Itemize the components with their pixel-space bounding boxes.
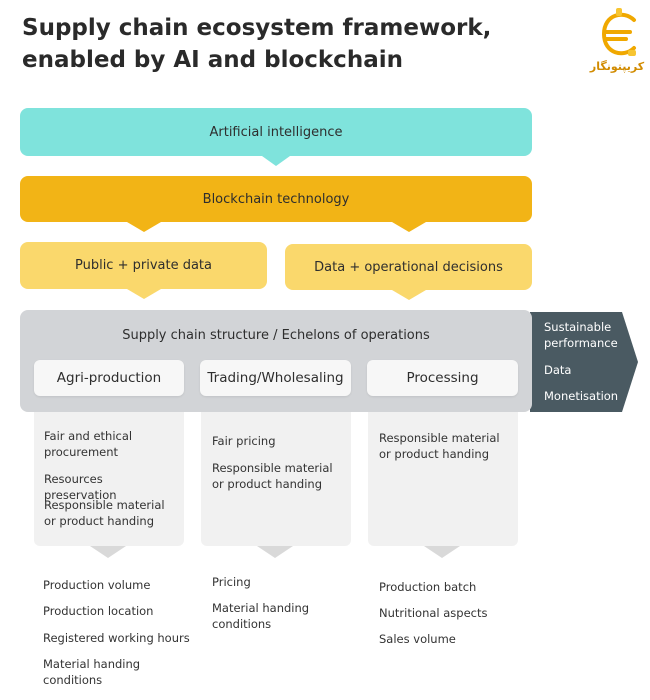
operational-data-arrow-tip [392, 290, 426, 300]
agri-item: Fair and ethical procurement [44, 429, 133, 459]
data-operational-box: Data + operational decisions [285, 244, 532, 290]
processing-column-arrow-tip [424, 546, 460, 558]
ai-layer: Artificial intelligence [20, 108, 532, 156]
cryptonegar-logo [601, 8, 636, 56]
processing-item: Responsible material or product handing [379, 431, 500, 461]
trading-column-arrow-tip [257, 546, 293, 558]
agri-item: Responsible material or product handing [44, 498, 165, 528]
public-data-arrow-tip [127, 289, 161, 299]
logo-wordmark: کریپتونگار [589, 60, 645, 73]
trading-column [201, 412, 351, 546]
blockchain-arrow-tip-left [127, 222, 161, 232]
processing-output: Nutritional aspects [379, 606, 488, 620]
trading-output: Material handing conditions [212, 601, 310, 631]
ai-arrow-tip [262, 156, 290, 166]
processing-output: Sales volume [379, 632, 456, 646]
agri-output: Material handing conditions [43, 657, 141, 687]
agri-output: Registered working hours [43, 631, 190, 645]
agri-column-arrow-tip [90, 546, 126, 558]
outcome-sustainable-performance: Sustainable performance [544, 320, 618, 350]
public-private-data-box: Public + private data [20, 242, 267, 289]
blockchain-arrow-tip-right [392, 222, 426, 232]
agri-output: Production location [43, 604, 154, 618]
echelon-trading-wholesaling: Trading/Wholesaling [200, 360, 351, 396]
outcome-monetisation: Monetisation [544, 389, 619, 403]
blockchain-layer: Blockchain technology [20, 176, 532, 222]
page-title: Supply chain ecosystem framework, enable… [22, 15, 492, 73]
outcome-data: Data [544, 363, 572, 377]
trading-item: Responsible material or product handing [212, 461, 333, 491]
processing-output: Production batch [379, 580, 477, 594]
processing-column [368, 412, 518, 546]
echelon-agri-production: Agri-production [34, 360, 184, 396]
echelon-processing: Processing [367, 360, 518, 396]
outcomes-arrow [530, 312, 638, 412]
trading-output: Pricing [212, 575, 251, 589]
agri-output: Production volume [43, 578, 151, 592]
agri-production-column [34, 412, 184, 546]
trading-item: Fair pricing [212, 434, 276, 448]
structure-label: Supply chain structure / Echelons of ope… [122, 328, 430, 343]
agri-item: Resources preservation [44, 472, 117, 502]
